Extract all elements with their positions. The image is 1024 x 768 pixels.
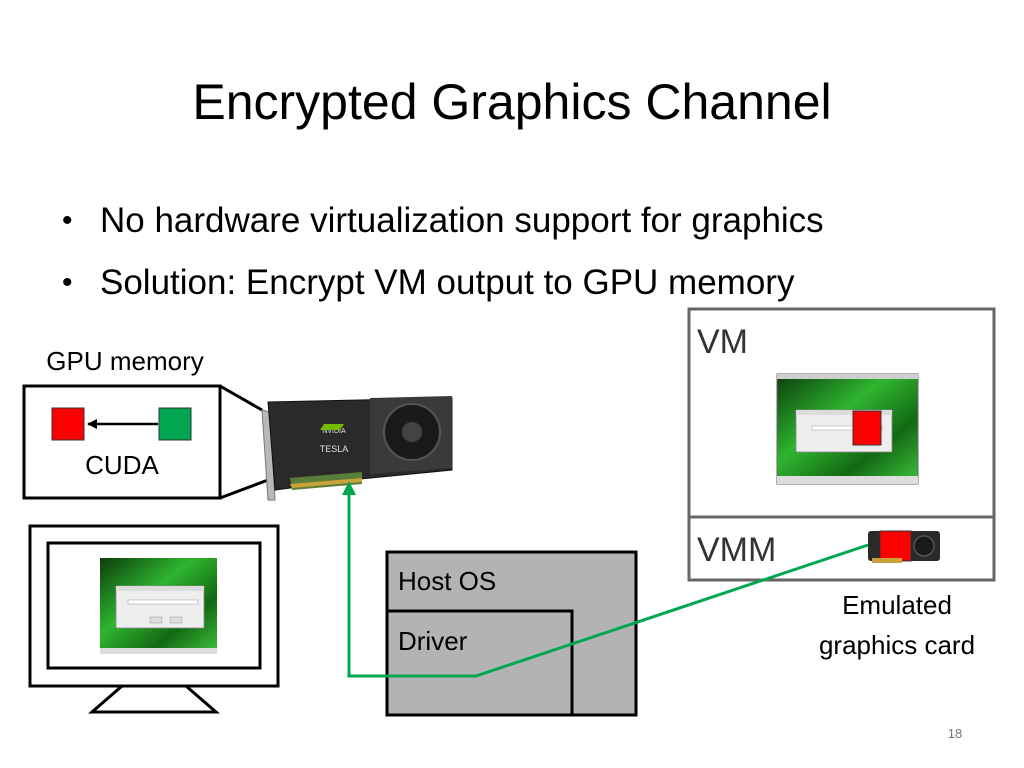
gpu-memory-box: CUDA — [22, 384, 222, 500]
vmm-label: VMM — [697, 531, 776, 569]
vm-label: VM — [697, 323, 748, 361]
encrypted-block — [51, 407, 85, 441]
vm-stack: VM VMM — [687, 307, 996, 582]
monitor-stand — [87, 684, 221, 714]
monitor — [28, 524, 280, 714]
gpu-card: NVIDIA TESLA — [261, 396, 453, 501]
bullet-dot-icon: • — [62, 266, 73, 299]
nvidia-logo-icon — [320, 424, 344, 430]
bullet-item: • No hardware virtualization support for… — [58, 190, 824, 252]
gpu-brand-label: NVIDIA — [322, 428, 346, 435]
emulated-label-line2: graphics card — [819, 630, 975, 660]
driver-label: Driver — [398, 626, 468, 656]
slide-title: Encrypted Graphics Channel — [192, 74, 832, 130]
page-number: 18 — [947, 726, 963, 741]
host-os-label: Host OS — [398, 566, 496, 596]
emulated-label-line1: Emulated — [842, 590, 952, 620]
cuda-label: CUDA — [85, 450, 159, 480]
bullet-list: • No hardware virtualization support for… — [58, 190, 824, 314]
gpu-memory-label: GPU memory — [46, 346, 203, 376]
emulated-card-icon — [868, 530, 940, 563]
callout-line — [219, 478, 269, 500]
bullet-dot-icon: • — [62, 204, 73, 237]
gpu-model-label: TESLA — [320, 444, 349, 454]
vmm-box — [687, 515, 996, 582]
bullet-item: • Solution: Encrypt VM output to GPU mem… — [58, 252, 824, 314]
callout-line — [219, 384, 263, 412]
plain-block — [158, 407, 192, 441]
driver-box — [385, 609, 574, 717]
vm-screenshot — [776, 373, 919, 485]
bullet-text: No hardware virtualization support for g… — [100, 201, 824, 240]
encrypted-block — [852, 410, 882, 446]
data-path-connector — [342, 481, 869, 678]
bullet-text: Solution: Encrypt VM output to GPU memor… — [100, 263, 795, 302]
monitor-screenshot — [100, 558, 217, 654]
